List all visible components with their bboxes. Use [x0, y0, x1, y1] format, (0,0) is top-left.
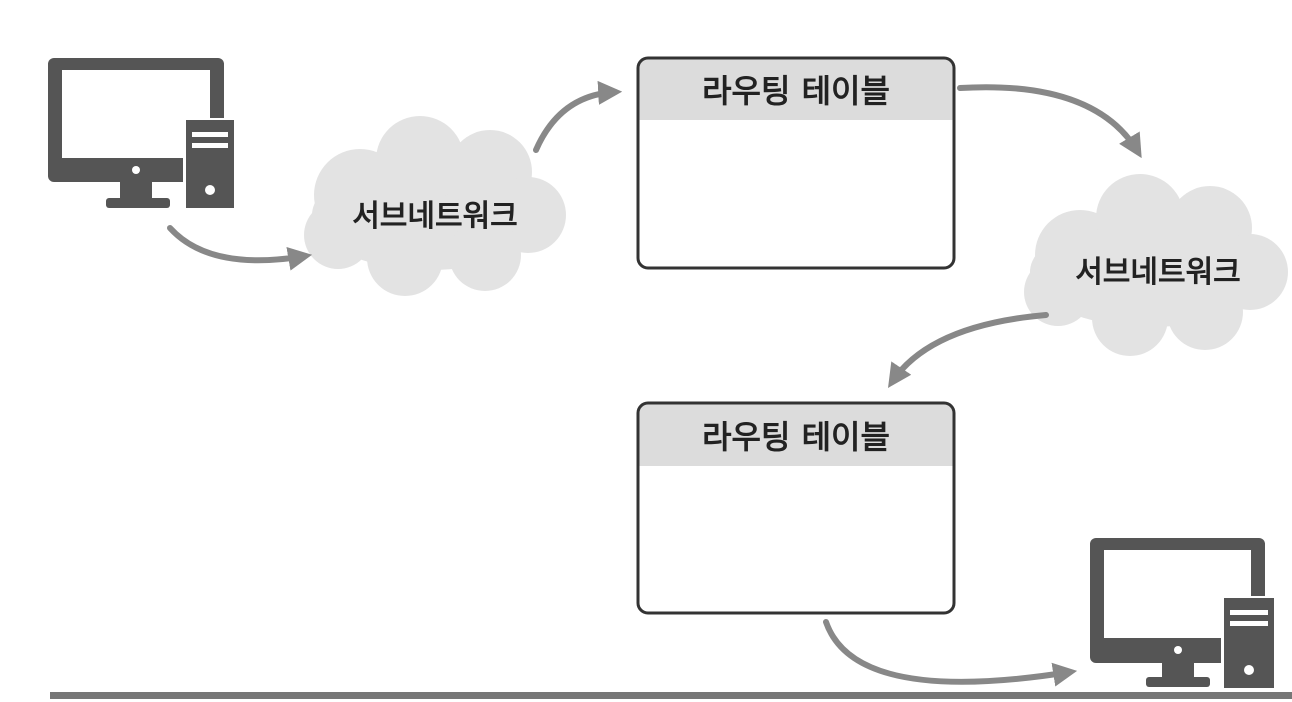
cloud-1-label: 서브네트워크	[352, 199, 518, 234]
source-computer-icon	[48, 58, 237, 210]
arrow-table-2-to-computer	[823, 619, 1078, 687]
subnetwork-cloud-2: 서브네트워크	[1024, 174, 1288, 356]
destination-computer-icon	[1090, 538, 1277, 690]
routing-table-1-title: 라우팅 테이블	[702, 72, 890, 110]
arrow-table-1-to-cloud-2	[957, 84, 1142, 159]
subnetwork-cloud-1: 서브네트워크	[304, 116, 566, 296]
baseline-divider	[50, 692, 1292, 699]
routing-table-2: 라우팅 테이블	[636, 401, 956, 615]
arrow-cloud-2-to-table-2	[888, 312, 1049, 388]
routing-table-2-title: 라우팅 테이블	[702, 418, 890, 456]
routing-table-1: 라우팅 테이블	[636, 56, 956, 270]
cloud-2-label: 서브네트워크	[1075, 255, 1241, 290]
arrow-computer-to-cloud-1	[167, 225, 313, 271]
arrow-cloud-1-to-table-1	[533, 80, 623, 153]
